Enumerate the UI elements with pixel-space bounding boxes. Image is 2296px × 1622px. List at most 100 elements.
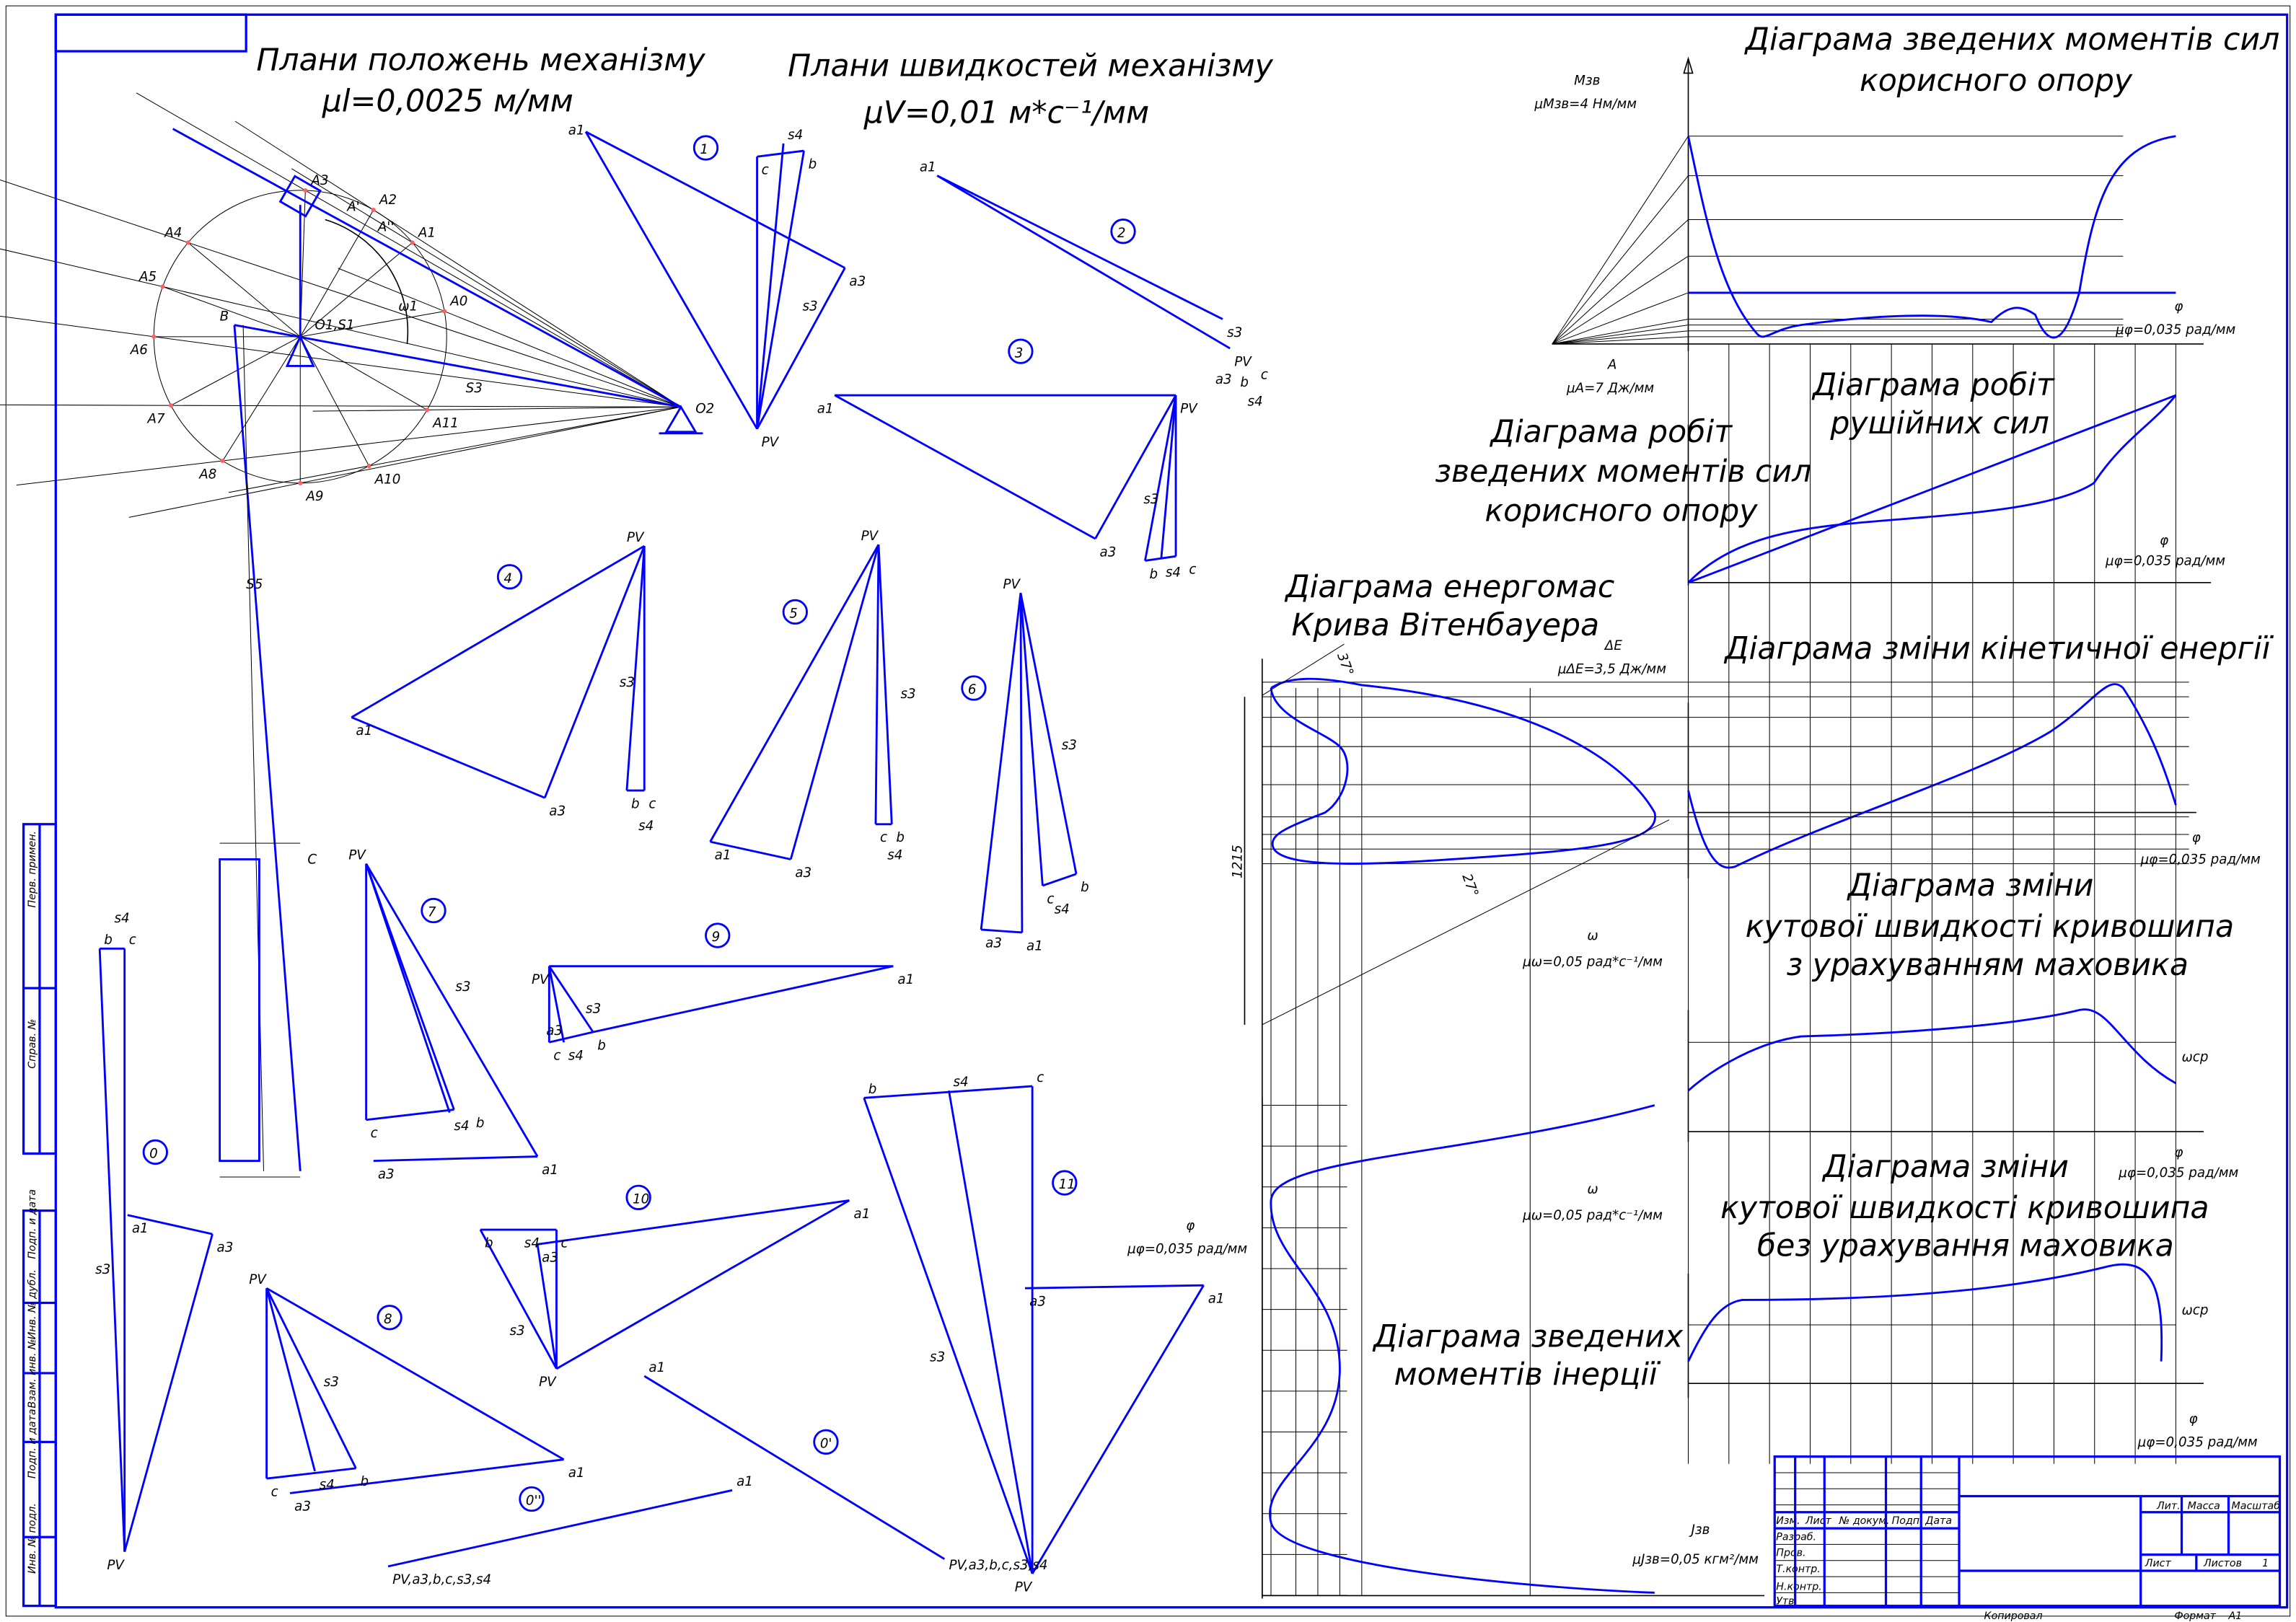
moments-y-axis-label: Mзв: [1574, 74, 1600, 89]
point-label-b: b: [631, 796, 640, 811]
joint-point: [366, 464, 371, 469]
tb-scale: Масштаб: [2232, 1501, 2281, 1512]
omega-nofly-x-scale: μφ=0,035 рад/мм: [2137, 1434, 2258, 1450]
velocity-vector: [709, 544, 880, 842]
diagrams: Діаграма зведених моментів сил корисного…: [1127, 22, 2279, 1599]
point-label-b: b: [868, 1082, 877, 1097]
velocity-vector: [980, 592, 1022, 930]
velocity-vector: [1019, 592, 1078, 875]
inertia-x-scale: μφ=0,035 рад/мм: [1127, 1241, 1247, 1256]
point-label-a1: a1: [132, 1221, 149, 1236]
point-label-s3: s3: [620, 675, 635, 690]
works-drive-title-1: Діаграма робіт: [1811, 367, 2055, 403]
point-label-PV: PV: [532, 972, 550, 987]
plan-number-circle: [625, 1184, 651, 1211]
plan-number-circle: [1110, 219, 1136, 244]
point-label-c: c: [371, 1126, 378, 1141]
point-label-a1: a1: [568, 1465, 585, 1481]
velocity-vector: [585, 131, 845, 269]
joint-point: [160, 284, 165, 289]
point-label-s3: s3: [1143, 492, 1158, 507]
joint-point: [410, 240, 415, 245]
min-tangent: [1262, 819, 1670, 1026]
works-resist-title-2: зведених моментів сил: [1435, 454, 1811, 490]
velocity-vector: [757, 149, 804, 158]
point-label-b: b: [485, 1235, 493, 1251]
inertia-title-1: Діаграма зведених: [1372, 1318, 1684, 1354]
point-label-c: c: [648, 796, 656, 811]
title-block: Изм. Лист № докум. Подп. Дата Разраб. Пр…: [1773, 1455, 2282, 1622]
point-label-PV: PV: [348, 847, 366, 863]
plan-number: 3: [1015, 345, 1024, 361]
point-label-PV: PV: [249, 1272, 267, 1287]
velocity-vector: [543, 545, 646, 798]
velocity-vector: [789, 544, 880, 860]
point-label-s4: s4: [454, 1119, 469, 1134]
point-label-c: c: [561, 1235, 568, 1251]
omega-nofly-axis: ω: [1587, 1181, 1598, 1196]
crank-position-line: [299, 336, 369, 467]
energy-scale: μΔE=3,5 Дж/мм: [1557, 662, 1666, 677]
velocity-vector: [289, 1458, 564, 1494]
velocity-vector: [351, 545, 645, 718]
velocity-vector: [981, 928, 1023, 934]
omega-fly-axis: ω: [1587, 928, 1598, 943]
plan-number-circle: [813, 1429, 839, 1455]
tb-prov: Пров.: [1776, 1548, 1805, 1559]
crank-position-line: [300, 311, 445, 338]
point-label-a3: a3: [542, 1251, 558, 1266]
dimension-label: 1215: [1230, 845, 1245, 878]
mechanism-label-ω1: ω1: [398, 299, 418, 314]
fan-line: [1552, 318, 1689, 345]
fan-line: [1552, 175, 1689, 345]
rocker-position-line: [0, 315, 682, 407]
plan-number-circle: [142, 1139, 168, 1165]
point-label-PV: PV: [1003, 577, 1021, 592]
velocity-vector: [555, 1199, 850, 1370]
max-tangent: [1262, 643, 1345, 696]
mechanism-label-C: C: [307, 852, 317, 868]
tb-lit: Лит.: [2156, 1501, 2181, 1512]
point-label-s4: s4: [114, 911, 129, 926]
top-left-box: [54, 13, 247, 53]
plan-number: 7: [428, 905, 436, 920]
velocity-vector: [1031, 1284, 1205, 1574]
mechanism-label-O2: O2: [695, 401, 714, 416]
point-label-a3: a3: [1215, 372, 1232, 387]
velocity-vector: [98, 948, 126, 1552]
slider-block: [278, 175, 322, 218]
point-label-a1: a1: [1208, 1292, 1225, 1307]
velocity-vector: [1144, 395, 1177, 561]
position-label-A7: A7: [147, 412, 165, 427]
point-label-b: b: [597, 1038, 606, 1053]
velocity-vector: [127, 1214, 213, 1235]
velocity-vector: [365, 863, 455, 1111]
velocity-vector: [592, 965, 894, 1033]
inertia-x-axis: φ: [1186, 1218, 1195, 1233]
point-label-a1: a1: [542, 1163, 558, 1178]
energy-axis-label: ΔE: [1604, 638, 1622, 653]
point-label-a1: a1: [715, 847, 731, 863]
omega-fly-x-axis: φ: [2174, 1145, 2183, 1160]
point-label-a3: a3: [217, 1240, 234, 1255]
omega-nofly-title-2: кутової швидкості кривошипа: [1720, 1190, 2209, 1226]
tb-sign: Подп.: [1892, 1515, 1923, 1527]
position-label-A10: A10: [374, 472, 401, 487]
rocker-position-line: [338, 268, 682, 407]
point-label-s4: s4: [1248, 394, 1263, 409]
rocker-position-line: [0, 179, 682, 407]
point-label-a1: a1: [568, 123, 585, 138]
outer-trim-frame: [5, 5, 2291, 1617]
moments-y-scale: μMзв=4 Нм/мм: [1534, 97, 1637, 112]
side-stamp-label: Инв. № подл.: [27, 1503, 38, 1574]
inertia-title-2: моментів інерції: [1394, 1357, 1662, 1393]
wittenbauer-curve: [1270, 677, 1656, 865]
omega-arrow: [325, 219, 409, 345]
tb-sheet: Лист: [2145, 1558, 2172, 1569]
velocity-vector: [756, 150, 805, 429]
kinetic-energy-curve: [1687, 683, 2177, 869]
positions-plan: Плани положень механізму μl=0,0025 м/мм …: [0, 42, 714, 1178]
works-x-scale: μφ=0,035 рад/мм: [2105, 553, 2225, 568]
crank-position-line: [300, 336, 428, 410]
